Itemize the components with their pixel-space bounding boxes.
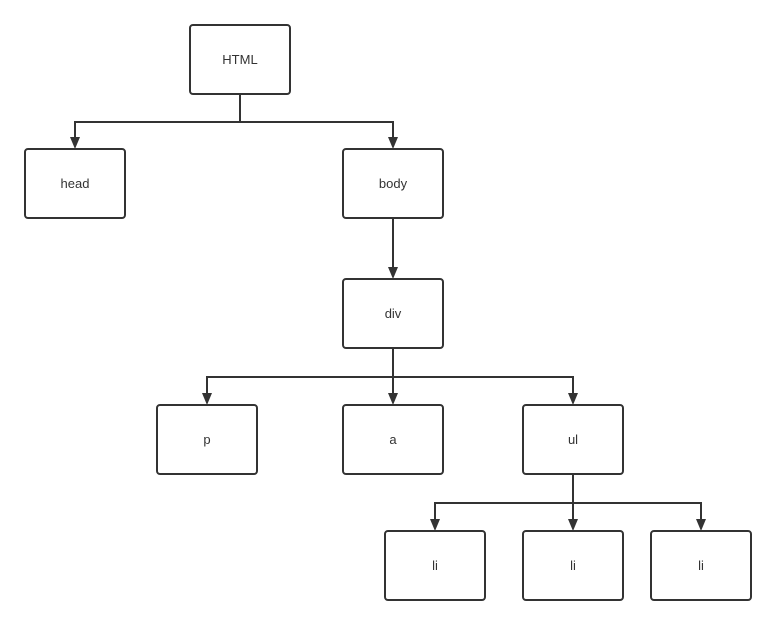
node-box-div [342,278,444,349]
node-label-p: p [203,432,210,447]
edge-ul-to-li1 [434,474,574,519]
node-label-head: head [61,176,90,191]
node-label-li1: li [432,558,438,573]
node-head: head [24,148,126,219]
arrowhead-li3 [696,519,706,531]
edge-div-to-p [206,348,394,393]
node-box-head [24,148,126,219]
node-label-div: div [385,306,402,321]
node-box-body [342,148,444,219]
arrowhead-head [70,137,80,149]
nodes-layer: HTML head body div p a ul li li li [24,24,752,601]
node-box-html [189,24,291,95]
node-li2: li [522,530,624,601]
edge-div-to-ul [392,348,574,393]
node-body: body [342,148,444,219]
edges-layer [70,94,706,531]
node-html: HTML [189,24,291,95]
node-li3: li [650,530,752,601]
node-box-ul [522,404,624,475]
arrowhead-li1 [430,519,440,531]
arrowhead-p [202,393,212,405]
edge-html-to-body [239,94,394,137]
node-label-a: a [389,432,397,447]
node-label-li3: li [698,558,704,573]
node-box-li1 [384,530,486,601]
arrowhead-ul [568,393,578,405]
node-div: div [342,278,444,349]
arrowhead-li2 [568,519,578,531]
node-box-a [342,404,444,475]
arrowhead-body [388,137,398,149]
node-label-li2: li [570,558,576,573]
node-label-body: body [379,176,408,191]
node-a: a [342,404,444,475]
node-ul: ul [522,404,624,475]
edge-ul-to-li3 [572,474,702,519]
node-p: p [156,404,258,475]
arrowhead-a [388,393,398,405]
node-box-p [156,404,258,475]
node-box-li3 [650,530,752,601]
node-li1: li [384,530,486,601]
edge-html-to-head [74,94,241,137]
node-box-li2 [522,530,624,601]
node-label-html: HTML [222,52,257,67]
node-label-ul: ul [568,432,578,447]
arrowhead-div [388,267,398,279]
